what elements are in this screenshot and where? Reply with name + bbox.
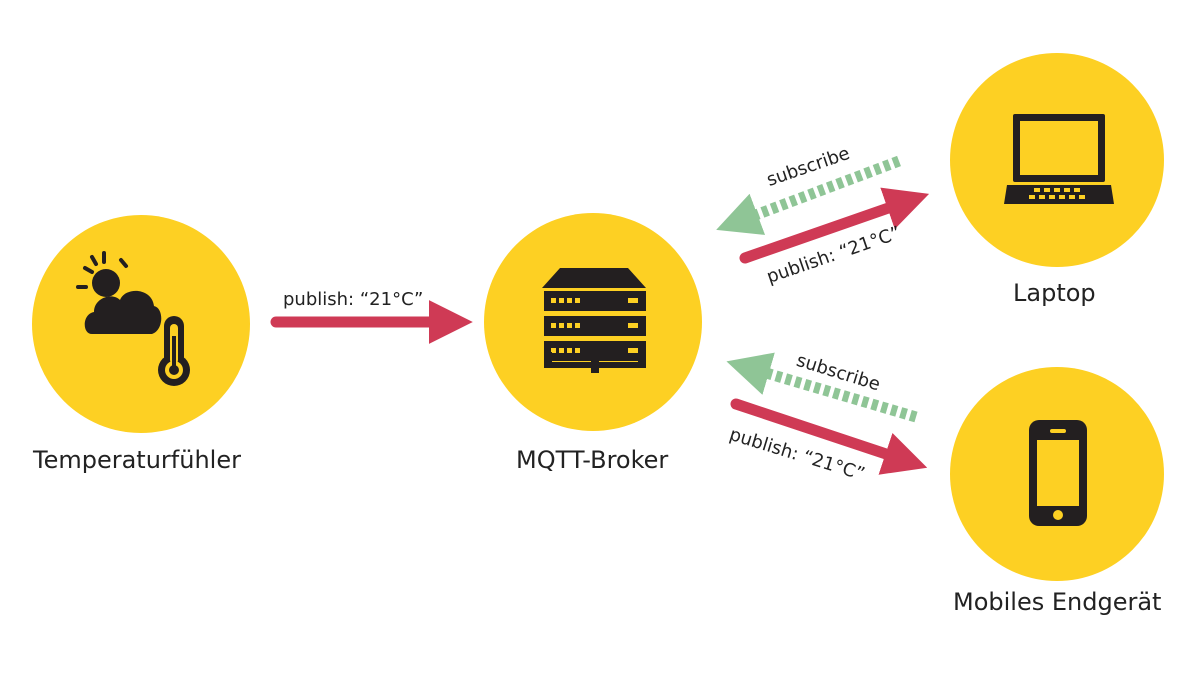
publish-arrow-broker-mobile [730, 398, 928, 475]
subscribe-arrow-mobile [726, 352, 918, 423]
mobile-label: Mobiles Endgerät [953, 588, 1162, 616]
server-icon [542, 268, 646, 373]
sensor-label: Temperaturfühler [33, 446, 241, 474]
subscribe-arrow-laptop [716, 155, 901, 235]
smartphone-icon [1029, 420, 1087, 526]
laptop-label: Laptop [1013, 279, 1096, 307]
laptop-icon [1004, 114, 1114, 204]
edge-label-sensor-broker: publish: “21°C” [283, 289, 424, 310]
weather-thermometer-icon [76, 251, 190, 386]
publish-arrow-broker-laptop [739, 187, 930, 264]
broker-label: MQTT-Broker [516, 446, 669, 474]
